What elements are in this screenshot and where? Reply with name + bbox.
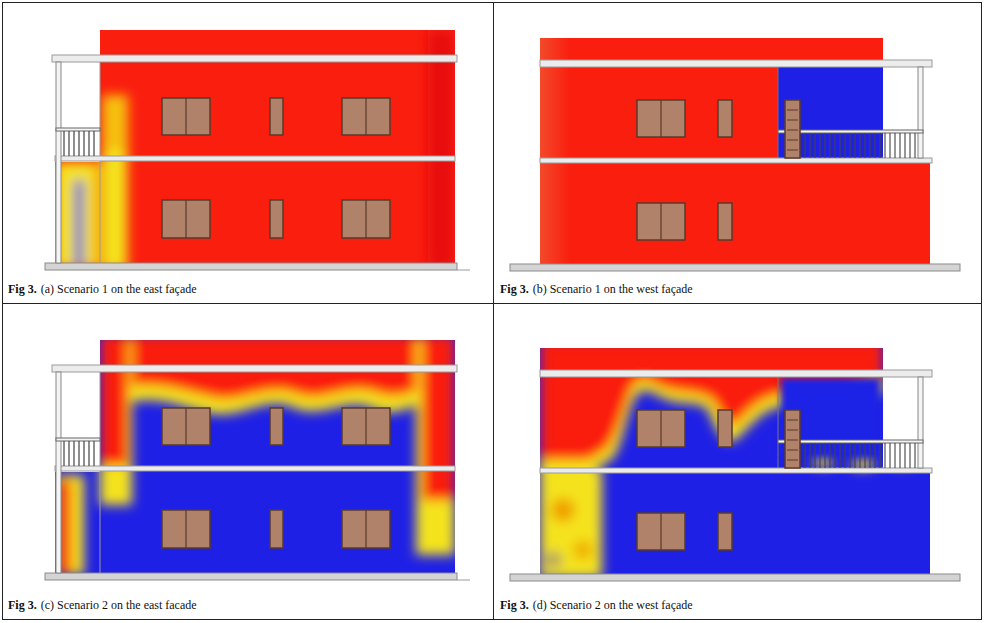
west-facade-scenario-2 xyxy=(510,340,960,585)
heat-map-part-part xyxy=(540,470,602,578)
heat-map-part-part xyxy=(573,540,593,560)
heat-map-part-part xyxy=(74,180,84,270)
east-facade-scenario-1 xyxy=(45,25,470,275)
table-grid-part xyxy=(2,303,982,304)
caption-text: (d) Scenario 2 on the west façade xyxy=(533,598,693,612)
heat-map-part-part xyxy=(100,340,128,465)
heat-map-part-part xyxy=(428,30,455,268)
table-grid-part xyxy=(3,3,982,620)
heat-map-part-part xyxy=(104,150,124,270)
figure-caption: Fig 3. (d) Scenario 2 on the west façade xyxy=(500,597,693,613)
heat-map-part-part xyxy=(422,340,455,500)
heat-map-part-part xyxy=(100,335,455,414)
east-facade-scenario-1-part xyxy=(45,55,470,270)
figure-caption: Fig 3. (a) Scenario 1 on the east façade xyxy=(8,281,197,297)
west-facade-scenario-1 xyxy=(510,30,960,275)
caption-text: (a) Scenario 1 on the east façade xyxy=(41,282,197,296)
east-facade-scenario-2 xyxy=(45,335,470,585)
west-facade-scenario-1-part xyxy=(510,60,960,271)
heat-map-part xyxy=(55,30,455,270)
figure-number: Fig 3. xyxy=(500,598,529,612)
figure-number: Fig 3. xyxy=(8,598,37,612)
caption-text: (c) Scenario 2 on the east facade xyxy=(41,598,197,612)
heat-map-part-part xyxy=(551,498,575,522)
east-facade-scenario-2-part xyxy=(45,365,470,580)
figure-caption: Fig 3. (c) Scenario 2 on the east facade xyxy=(8,597,197,613)
heat-map-part-part xyxy=(540,340,883,470)
table-grid-part xyxy=(493,2,494,620)
west-facade-scenario-2-part xyxy=(510,370,960,581)
heat-map-part-part xyxy=(544,551,562,569)
heat-map-part-part xyxy=(102,95,128,270)
figure-number: Fig 3. xyxy=(8,282,37,296)
figure-number: Fig 3. xyxy=(500,282,529,296)
figure-caption: Fig 3. (b) Scenario 1 on the west façade xyxy=(500,281,693,297)
caption-text: (b) Scenario 1 on the west façade xyxy=(533,282,693,296)
